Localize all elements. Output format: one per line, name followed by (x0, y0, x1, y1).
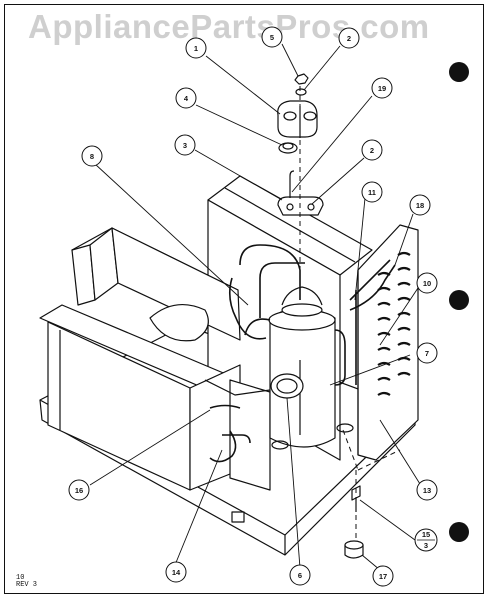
callout-13: 13 (423, 486, 431, 495)
callout-7: 7 (425, 349, 429, 358)
callout-10: 10 (423, 279, 431, 288)
revision-label: REV 3 (16, 581, 38, 589)
overload-protector (270, 373, 304, 399)
callout-3: 3 (183, 141, 187, 150)
refrigerant-tubing (209, 244, 396, 463)
callout-16: 16 (75, 486, 83, 495)
callout-2: 2 (370, 146, 374, 155)
callout-4: 4 (184, 94, 189, 103)
callout-18: 18 (416, 201, 424, 210)
registration-marks (449, 62, 469, 542)
callout-17: 17 (379, 572, 387, 581)
callout-5: 5 (270, 33, 274, 42)
diagram-border (4, 4, 484, 594)
watermark-logo-text: AppliancePartsPros.com (28, 8, 430, 45)
evaporator-housing (39, 227, 241, 491)
compressor (268, 286, 354, 450)
callout-8: 8 (90, 152, 94, 161)
callout-1: 1 (194, 44, 198, 53)
page-number: 10 (16, 574, 25, 582)
callout-15: 15 (422, 530, 430, 539)
callout-2-top: 2 (347, 34, 351, 43)
mounting-nut (294, 73, 309, 96)
condenser-coil (357, 224, 419, 461)
rubber-foot (344, 540, 364, 559)
callout-19: 19 (378, 84, 386, 93)
callout-15-sub: 3 (424, 541, 428, 550)
grommet (278, 142, 298, 154)
callout-leaders (89, 43, 421, 571)
fan-motor-clamp (277, 100, 318, 138)
explosion-lines (299, 86, 401, 540)
callout-11: 11 (368, 188, 376, 197)
callout-14: 14 (172, 568, 181, 577)
callout-6: 6 (298, 571, 302, 580)
revision-note: 10 REV 3 (16, 575, 37, 589)
